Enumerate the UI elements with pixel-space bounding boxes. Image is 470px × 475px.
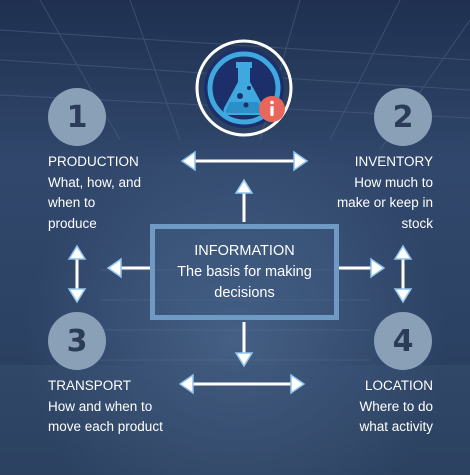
information-line-1: The basis for making	[177, 263, 312, 280]
inventory-block: INVENTORY How much to make or keep in st…	[337, 152, 433, 234]
information-line-2: decisions	[214, 284, 275, 301]
location-line-1: Where to do	[359, 398, 433, 414]
step-3-badge: 3	[48, 312, 106, 370]
arrow-transport-location-head-right	[290, 373, 306, 395]
inventory-title: INVENTORY	[354, 154, 433, 169]
step-2-badge: 2	[374, 88, 432, 146]
location-title: LOCATION	[364, 378, 433, 393]
production-line-2: when to	[48, 195, 96, 210]
arrow-production-transport-head-up	[67, 244, 87, 260]
step-1-badge: 1	[48, 88, 106, 146]
production-line-1: What, how, and	[48, 174, 142, 190]
arrow-center-right-head-right	[370, 257, 386, 279]
information-box: INFORMATION The basis for making decisio…	[150, 224, 339, 320]
arrow-center-up-head-up	[234, 178, 254, 194]
production-line-3: produce	[48, 215, 97, 231]
arrow-transport-location-head-left	[178, 373, 194, 395]
inventory-line-2: make or keep in	[336, 195, 433, 210]
location-block: LOCATION Where to do what activity	[359, 376, 433, 438]
production-block: PRODUCTION What, how, and when to produc…	[48, 152, 141, 234]
arrow-inventory-location-head-down	[393, 288, 413, 304]
arrow-center-left-head-left	[106, 257, 122, 279]
transport-line-1: How and when to	[48, 398, 153, 414]
location-line-2: what activity	[359, 419, 433, 434]
arrow-center-down-head-down	[234, 352, 254, 368]
production-title: PRODUCTION	[48, 154, 139, 169]
transport-line-2: move each product	[48, 419, 163, 434]
step-4-badge: 4	[374, 312, 432, 370]
information-title: INFORMATION	[194, 242, 295, 259]
arrow-production-inventory-head-right	[293, 150, 309, 172]
info-icon	[259, 96, 285, 122]
logo	[195, 39, 293, 137]
inventory-line-3: stock	[401, 215, 433, 231]
arrow-inventory-location-head-up	[393, 244, 413, 260]
arrow-production-transport-head-down	[67, 288, 87, 304]
arrow-production-inventory-head-left	[180, 150, 196, 172]
transport-block: TRANSPORT How and when to move each prod…	[48, 376, 163, 438]
transport-title: TRANSPORT	[48, 378, 132, 393]
inventory-line-1: How much to	[354, 174, 433, 190]
